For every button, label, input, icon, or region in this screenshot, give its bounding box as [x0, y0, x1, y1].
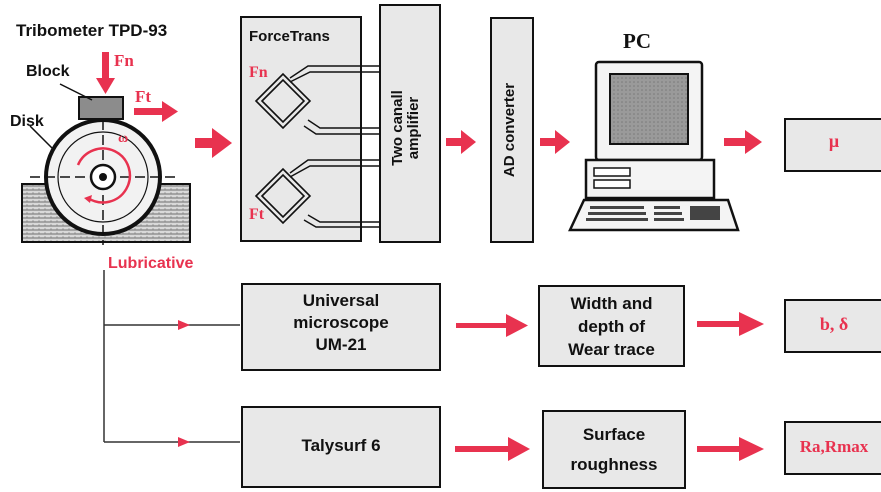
- arrow-amplifier-to-ad: [540, 130, 570, 154]
- roughness-label-line2: roughness: [570, 455, 658, 474]
- wear-trace-label-line2: depth of: [577, 317, 646, 336]
- disk-label: Disk: [10, 113, 44, 130]
- force-trans-title: ForceTrans: [249, 28, 330, 45]
- amplifier-label-line2: amplifier: [404, 96, 422, 160]
- ft-arrow: [134, 101, 178, 122]
- fn-arrow: [96, 52, 115, 94]
- force-sensor-ft: [254, 167, 312, 225]
- block: [78, 96, 124, 120]
- tribometer-apparatus: [21, 52, 191, 245]
- ad-converter-box: [490, 17, 534, 243]
- ft-label: Ft: [135, 87, 152, 106]
- wear-trace-label-line3: Wear trace: [568, 340, 655, 359]
- block-label: Block: [26, 63, 70, 80]
- tribometer-title: Tribometer TPD-93: [16, 21, 168, 40]
- microscope-label: Universal microscope UM-21: [242, 290, 440, 356]
- talysurf-label: Talysurf 6: [301, 436, 381, 455]
- roughness-label-line1: Surface: [582, 425, 646, 444]
- arrow-wear-to-bdelta: [697, 312, 764, 336]
- arrow-forcetrans-to-amplifier: [446, 130, 476, 154]
- pc-icon: [568, 60, 740, 232]
- microscope-label-line1: Universal: [302, 291, 380, 310]
- force-sensor-fn: [254, 72, 312, 130]
- lubricative-label: Lubricative: [108, 255, 194, 272]
- distribution-lines: [103, 270, 240, 447]
- mu-output-box: [784, 118, 881, 172]
- arrow-roughness-to-ramax: [697, 437, 764, 461]
- microscope-label-line2: microscope: [293, 313, 389, 332]
- omega-label: ω: [118, 131, 129, 146]
- arrow-apparatus-to-forcetrans: [195, 128, 232, 158]
- arrow-pc-to-mu: [724, 130, 762, 154]
- b-delta-output-box: [784, 299, 881, 353]
- wear-trace-label: Width and depth of Wear trace: [539, 292, 684, 361]
- fn-label: Fn: [114, 51, 134, 70]
- microscope-label-line3: UM-21: [315, 335, 367, 354]
- wear-trace-box: [538, 285, 685, 367]
- ra-rmax-output-box: [784, 421, 881, 475]
- arrow-microscope-to-wear: [456, 314, 528, 337]
- flow-arrows: [195, 128, 764, 461]
- microscope-box: [241, 283, 441, 371]
- amplifier-box: [379, 4, 441, 243]
- mu-output-label: μ: [828, 131, 840, 151]
- ad-converter-label: AD converter: [501, 82, 518, 178]
- force-trans-box: [240, 16, 362, 242]
- sensor-wires: [289, 65, 380, 228]
- roughness-label: Surface roughness: [543, 420, 685, 480]
- wear-trace-label-line1: Width and: [570, 294, 653, 313]
- force-trans-ft-label: Ft: [249, 206, 265, 223]
- rotation-arrow: [76, 147, 132, 204]
- talysurf-box: [241, 406, 441, 488]
- b-delta-output-label: b, δ: [819, 314, 849, 334]
- force-trans-fn-label: Fn: [249, 64, 268, 81]
- amplifier-label-line1: Two canall: [389, 90, 406, 166]
- amplifier-label: Two canall amplifier: [389, 58, 430, 198]
- pc-label: PC: [623, 29, 651, 53]
- arrow-talysurf-to-roughness: [455, 437, 530, 461]
- roughness-box: [542, 410, 686, 489]
- ra-rmax-output-label: Ra,Rmax: [799, 437, 869, 456]
